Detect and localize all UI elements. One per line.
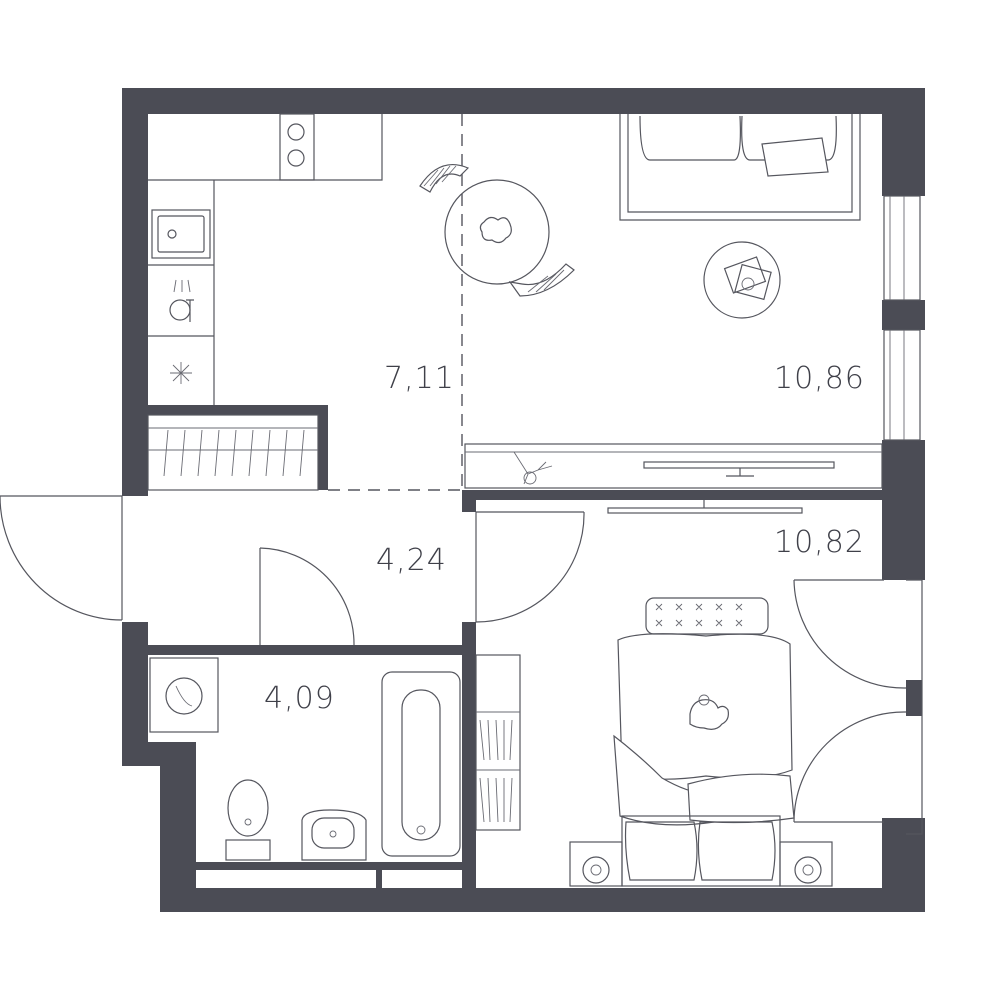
kitchen-counter [148, 113, 383, 405]
fridge-icon [170, 362, 192, 384]
bathtub [381, 671, 461, 857]
dining-table [419, 164, 575, 297]
tv-console [464, 443, 883, 489]
bedroom-wardrobe [475, 654, 521, 831]
toilet-icon [225, 779, 271, 861]
bedroom-area-label: 10,82 [774, 525, 865, 560]
bedside-table-right [779, 841, 833, 887]
washing-machine-icon [149, 657, 219, 733]
bathroom-door[interactable] [259, 547, 355, 646]
dishwasher-icon [169, 279, 194, 322]
window-right [883, 195, 921, 441]
living-area-label: 10,86 [774, 361, 865, 396]
hall-wardrobe [147, 414, 319, 491]
washbasin-icon [301, 809, 367, 861]
bedroom-tv [607, 500, 803, 514]
bed [613, 597, 795, 887]
kitchen-area-label: 7,11 [384, 361, 455, 396]
sink-icon [151, 209, 211, 259]
bedside-table-left [569, 841, 623, 887]
balcony-door[interactable] [793, 579, 923, 835]
bedroom-door[interactable] [475, 511, 585, 623]
walls [122, 88, 925, 912]
sofa [619, 114, 861, 221]
coffee-table [703, 241, 781, 319]
hall-area-label: 4,24 [376, 543, 447, 578]
bathroom-area-label: 4,09 [264, 681, 335, 716]
entrance-door[interactable] [0, 495, 123, 621]
